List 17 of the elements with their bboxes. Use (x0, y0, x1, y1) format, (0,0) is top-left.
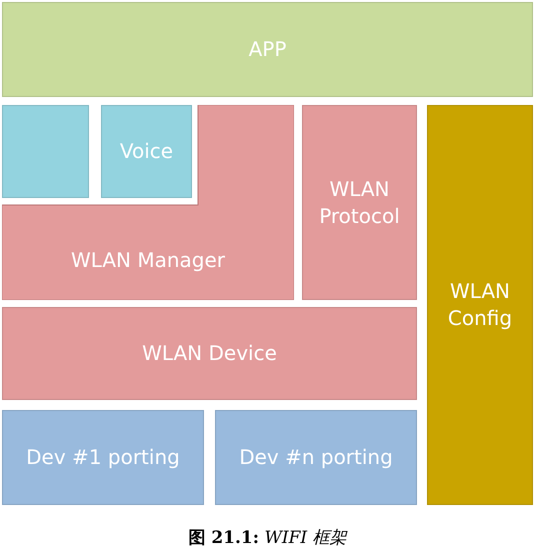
layer-block (2, 105, 89, 198)
layer-block (2, 410, 204, 505)
block-label: WLAN Manager (70, 247, 226, 274)
layer-block (101, 105, 192, 198)
figure-caption: 图 21.1: WIFI 框架 (187, 527, 348, 549)
layer-block (2, 2, 533, 97)
block-label: APP (248, 36, 286, 63)
layer-block (2, 307, 417, 400)
block-label: WLAN Protocol (318, 176, 401, 230)
block-label: WLAN Device (142, 340, 277, 367)
block-label: Dev #1 porting (26, 444, 180, 471)
block-label: Voice (120, 138, 174, 165)
block-label: WLAN Config (446, 278, 514, 332)
layer-block (302, 105, 417, 300)
block-label: Dev #n porting (239, 444, 393, 471)
layer-block (215, 410, 417, 505)
layer-block (427, 105, 533, 505)
